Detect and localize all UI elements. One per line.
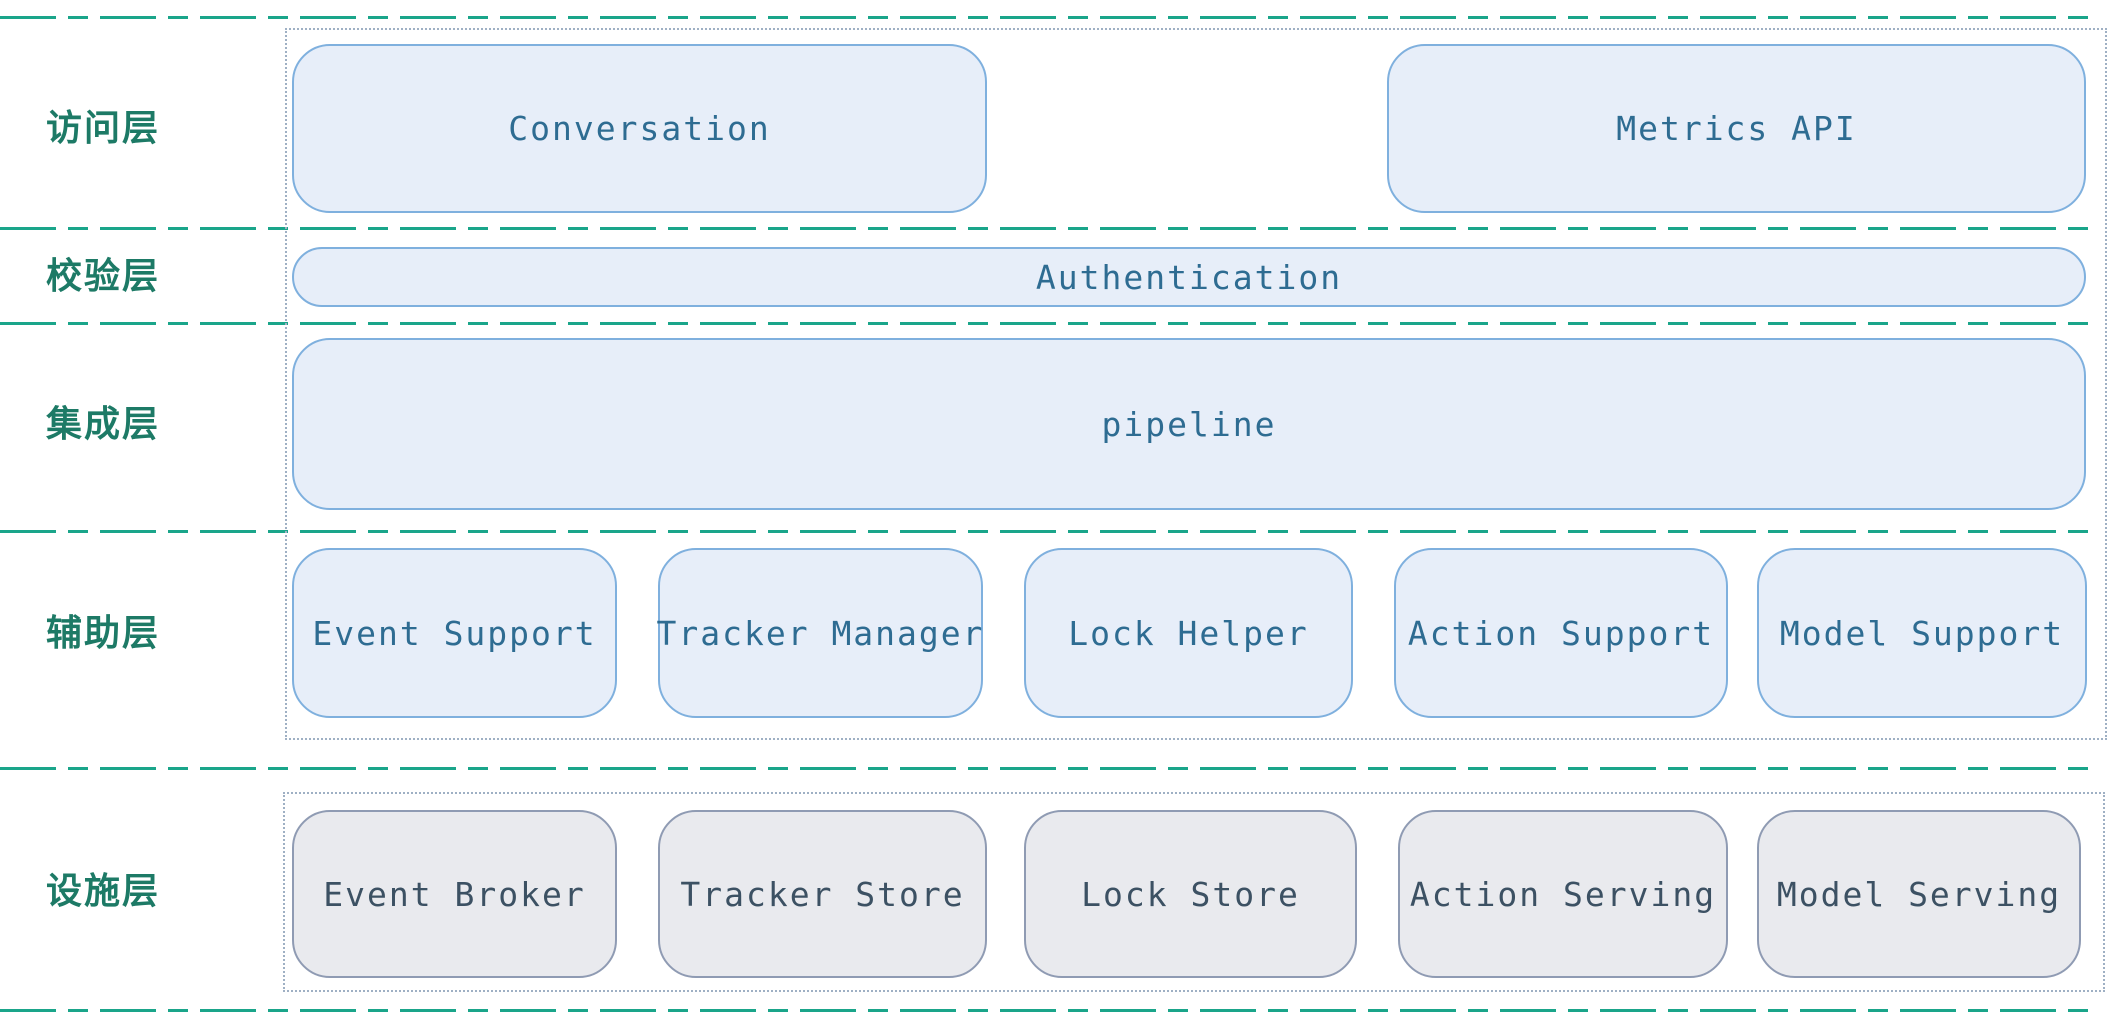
layer-separator-bottom: [0, 1009, 2100, 1012]
component-model-serving: Model Serving: [1757, 810, 2081, 978]
service-group-frame: [285, 28, 2107, 740]
component-metrics-api: Metrics API: [1387, 44, 2086, 213]
layer-label-validation: 校验层: [46, 255, 161, 297]
component-tracker-manager: Tracker Manager: [657, 548, 983, 718]
layer-separator-helper-infrastructure: [0, 767, 2100, 770]
layer-label-infrastructure: 设施层: [46, 870, 161, 912]
layer-separator-integration-helper: [0, 530, 2100, 533]
component-pipeline: pipeline: [292, 338, 2086, 510]
component-lock-helper: Lock Helper: [1024, 548, 1353, 718]
layer-separator-validation-integration: [0, 322, 2100, 325]
component-action-support: Action Support: [1394, 548, 1728, 718]
infrastructure-group-frame: [283, 792, 2105, 992]
component-event-support: Event Support: [292, 548, 617, 718]
component-model-support: Model Support: [1757, 548, 2087, 718]
component-conversation: Conversation: [292, 44, 987, 213]
component-event-broker: Event Broker: [292, 810, 617, 978]
component-tracker-store: Tracker Store: [658, 810, 987, 978]
component-action-serving: Action Serving: [1398, 810, 1728, 978]
layer-label-access: 访问层: [46, 107, 161, 149]
component-authentication: Authentication: [292, 247, 2086, 307]
layer-separator-top: [0, 16, 2100, 19]
component-lock-store: Lock Store: [1024, 810, 1357, 978]
layer-separator-access-validation: [0, 227, 2100, 230]
layer-label-helper: 辅助层: [46, 612, 161, 654]
layer-label-integration: 集成层: [46, 403, 161, 445]
